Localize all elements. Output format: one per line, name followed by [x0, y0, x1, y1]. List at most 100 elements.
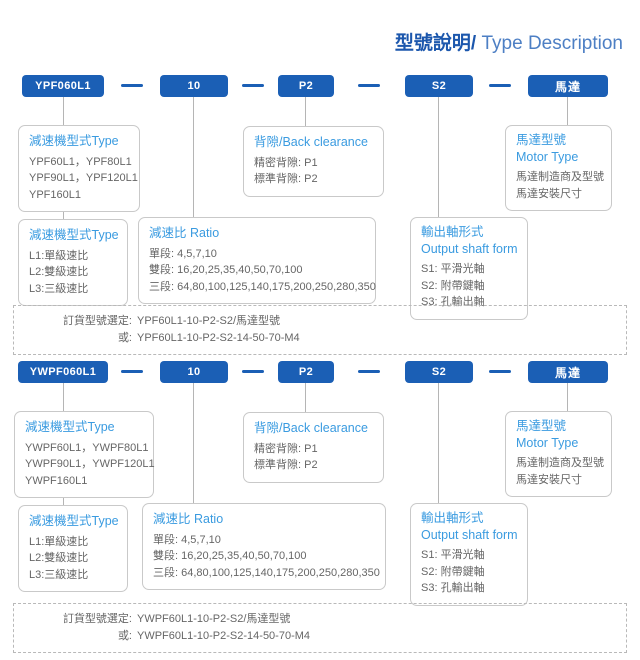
pill-ratio-code: 10 — [160, 361, 228, 383]
box-line: 馬達制造商及型號 — [516, 171, 604, 184]
backlash-box: 背隙/Back clearance 精密背隙: P1 標準背隙: P2 — [243, 126, 384, 197]
pill-shaft-code: S2 — [405, 361, 473, 383]
order-row: 訂貨型號選定: YPF60L1-10-P2-S2/馬達型號 — [14, 313, 616, 330]
box-line: 單段: 4,5,7,10 — [153, 533, 221, 546]
box-line: S1: 平滑光軸 — [421, 263, 485, 276]
box-title: 減速機型式Type — [29, 514, 119, 528]
page-title-zh: 型號說明/ — [394, 33, 477, 54]
box-title-zh: 馬達型號 — [516, 419, 567, 433]
connector-line — [438, 97, 439, 217]
box-line: 馬達安裝尺寸 — [516, 473, 582, 486]
order-row: 或: YPF60L1-10-P2-S2-14-50-70-M4 — [14, 330, 616, 347]
box-line: 標準背隙: P2 — [254, 173, 318, 186]
pill-shaft-code: S2 — [405, 75, 473, 97]
pill-model-code: YWPF060L1 — [18, 361, 108, 383]
order-code: YPF60L1-10-P2-S2-14-50-70-M4 — [137, 332, 300, 345]
box-line: 精密背隙: P1 — [254, 156, 318, 169]
dash-separator — [489, 84, 511, 87]
ratio-box: 減速比 Ratio 單段: 4,5,7,10 雙段: 16,20,25,35,4… — [138, 217, 376, 305]
box-title-zh: 馬達型號 — [516, 133, 567, 147]
box-line: S1: 平滑光軸 — [421, 549, 485, 562]
box-title: 減速比 Ratio — [149, 226, 220, 240]
box-line: YPF160L1 — [29, 188, 81, 201]
order-code: YWPF60L1-10-P2-S2/馬達型號 — [137, 613, 291, 625]
box-line: 雙段: 16,20,25,35,40,50,70,100 — [149, 264, 303, 277]
box-title-en: Motor Type — [516, 149, 579, 164]
box-title: 背隙/Back clearance — [254, 421, 368, 435]
box-line: L3:三級速比 — [29, 282, 89, 295]
box-title: 背隙/Back clearance — [254, 135, 368, 149]
section-ywpf: YWPF060L1 10 P2 S2 馬達 減速機型式Type YWPF60L1… — [0, 361, 640, 654]
dash-separator — [242, 370, 264, 373]
gear-type-stages-box: 減速機型式Type L1:單級速比 L2:雙級速比 L3:三級速比 — [18, 219, 128, 307]
box-line: 馬達制造商及型號 — [516, 457, 604, 470]
output-shaft-box: 輸出軸形式 Output shaft form S1: 平滑光軸 S2: 附帶鍵… — [410, 503, 528, 606]
dash-separator — [121, 370, 143, 373]
gear-type-models-box: 減速機型式Type YPF60L1，YPF80L1 YPF90L1，YPF120… — [18, 125, 140, 213]
gear-type-models-box: 減速機型式Type YWPF60L1，YWPF80L1 YWPF90L1，YWP… — [14, 411, 155, 499]
order-code-box: 訂貨型號選定: YPF60L1-10-P2-S2/馬達型號 或: YPF60L1… — [13, 305, 627, 356]
gear-type-stages-box: 減速機型式Type L1:單級速比 L2:雙級速比 L3:三級速比 — [18, 505, 128, 593]
box-line: S2: 附帶鍵軸 — [421, 565, 485, 578]
box-title: 減速機型式Type — [29, 134, 119, 148]
box-line: L1:單級速比 — [29, 535, 89, 548]
box-line: YPF90L1，YPF120L1 — [29, 172, 138, 185]
order-label: 訂貨型號選定: — [62, 315, 132, 327]
ratio-box: 減速比 Ratio 單段: 4,5,7,10 雙段: 16,20,25,35,4… — [142, 503, 386, 591]
box-line: L1:單級速比 — [29, 249, 89, 262]
order-row: 或: YWPF60L1-10-P2-S2-14-50-70-M4 — [14, 628, 616, 645]
box-title-zh: 輸出軸形式 — [421, 511, 484, 525]
backlash-box: 背隙/Back clearance 精密背隙: P1 標準背隙: P2 — [243, 412, 384, 483]
motor-type-box: 馬達型號 Motor Type 馬達制造商及型號 馬達安裝尺寸 — [505, 125, 612, 212]
page-title-en: Type Description — [476, 33, 623, 54]
dash-separator — [489, 370, 511, 373]
box-title-en: Output shaft form — [421, 241, 518, 256]
box-line: 三段: 64,80,100,125,140,175,200,250,280,35… — [153, 566, 380, 579]
box-line: S2: 附帶鍵軸 — [421, 279, 485, 292]
box-line: 三段: 64,80,100,125,140,175,200,250,280,35… — [149, 280, 376, 293]
box-line: S3: 孔輸出軸 — [421, 582, 485, 595]
box-title: 減速機型式Type — [25, 420, 115, 434]
order-code-box: 訂貨型號選定: YWPF60L1-10-P2-S2/馬達型號 或: YWPF60… — [13, 603, 627, 654]
order-label: 或: — [117, 630, 132, 643]
box-title-en: Motor Type — [516, 435, 579, 450]
dash-separator — [358, 84, 380, 87]
box-line: L2:雙級速比 — [29, 266, 89, 279]
box-line: YWPF90L1，YWPF120L1 — [25, 458, 155, 471]
box-title-en: Output shaft form — [421, 527, 518, 542]
box-line: L3:三級速比 — [29, 568, 89, 581]
connector-line — [305, 97, 306, 127]
order-code: YPF60L1-10-P2-S2/馬達型號 — [137, 315, 281, 327]
box-line: 雙段: 16,20,25,35,40,50,70,100 — [153, 550, 307, 563]
box-title: 減速機型式Type — [29, 228, 119, 242]
connector-line — [193, 383, 194, 503]
box-title: 減速比 Ratio — [153, 512, 224, 526]
box-line: YPF60L1，YPF80L1 — [29, 155, 132, 168]
pill-ratio-code: 10 — [160, 75, 228, 97]
box-line: 單段: 4,5,7,10 — [149, 247, 217, 260]
pill-motor-code: 馬達 — [528, 361, 608, 383]
pill-motor-code: 馬達 — [528, 75, 608, 97]
order-row: 訂貨型號選定: YWPF60L1-10-P2-S2/馬達型號 — [14, 611, 616, 628]
connector-line — [438, 383, 439, 503]
box-title-zh: 輸出軸形式 — [421, 225, 484, 239]
box-line: 標準背隙: P2 — [254, 459, 318, 472]
motor-type-box: 馬達型號 Motor Type 馬達制造商及型號 馬達安裝尺寸 — [505, 411, 612, 498]
pill-backlash-code: P2 — [278, 361, 334, 383]
dash-separator — [121, 84, 143, 87]
box-line: YWPF160L1 — [25, 474, 88, 487]
box-line: L2:雙級速比 — [29, 552, 89, 565]
pill-model-code: YPF060L1 — [22, 75, 104, 97]
dash-separator — [358, 370, 380, 373]
connector-line — [305, 383, 306, 413]
section-ypf: YPF060L1 10 P2 S2 馬達 減速機型式Type YPF60L1，Y… — [0, 75, 640, 356]
connector-line — [193, 97, 194, 217]
pill-backlash-code: P2 — [278, 75, 334, 97]
connector-line — [567, 97, 568, 125]
box-line: YWPF60L1，YWPF80L1 — [25, 441, 149, 454]
connector-line — [567, 383, 568, 411]
box-line: 馬達安裝尺寸 — [516, 187, 582, 200]
order-label: 訂貨型號選定: — [62, 613, 132, 625]
dash-separator — [242, 84, 264, 87]
